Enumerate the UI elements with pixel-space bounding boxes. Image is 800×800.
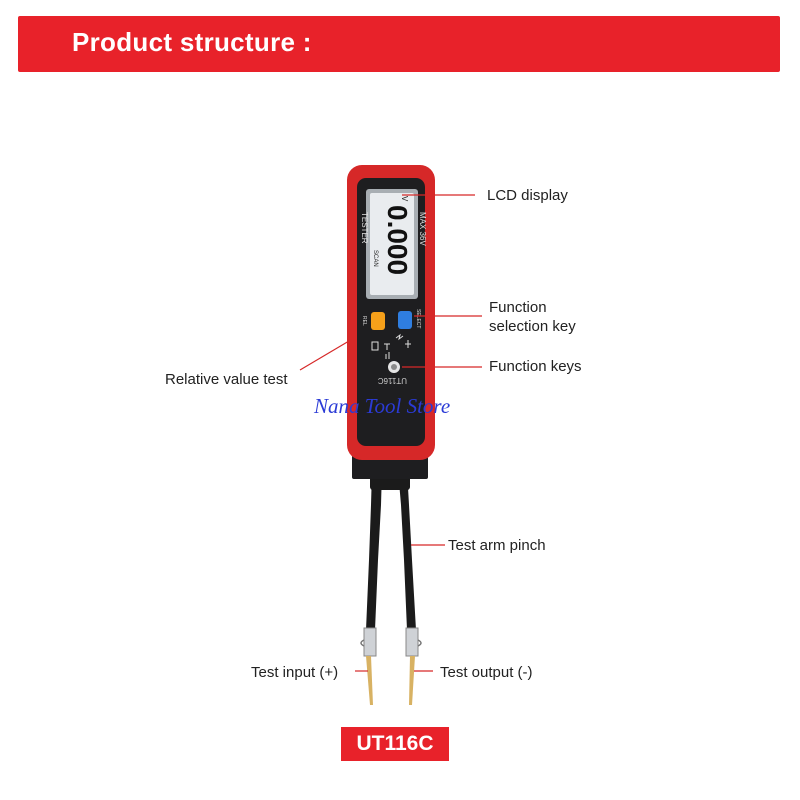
store-watermark: Nana Tool Store	[314, 394, 451, 418]
function-symbols	[371, 333, 411, 359]
lcd-scan: SCAN	[372, 250, 378, 267]
model-print: UT116C	[378, 376, 407, 385]
callout-lcd-display: LCD display	[487, 187, 568, 204]
select-label: SELECT	[415, 309, 421, 328]
header-banner: Product structure :	[18, 16, 780, 72]
callout-test-input: Test input (+)	[251, 664, 339, 681]
callout-function-selection-line1: Function	[489, 299, 547, 316]
test-arm-pinch	[366, 468, 416, 630]
callout-function-selection: Function selection key	[489, 298, 576, 336]
lcd-side-label: MAX 36V	[418, 212, 427, 246]
callout-function-selection-line2: selection key	[489, 318, 576, 335]
rel-label: REL	[361, 316, 367, 326]
callout-test-output: Test output (-)	[440, 664, 533, 681]
function-selection-key[interactable]	[398, 311, 412, 329]
model-badge: UT116C	[341, 727, 449, 761]
relative-value-key[interactable]	[371, 312, 385, 330]
callout-relative-value: Relative value test	[165, 371, 288, 388]
function-key[interactable]	[388, 361, 400, 373]
callout-function-keys: Function keys	[489, 358, 582, 375]
page-title: Product structure :	[72, 27, 312, 57]
test-output-tip	[405, 627, 422, 705]
callout-test-arm: Test arm pinch	[448, 537, 546, 554]
lcd-display: 0.000 V SCAN	[366, 189, 418, 299]
lcd-reading: 0.000	[382, 205, 413, 275]
leader-lines	[299, 194, 482, 672]
body-label: TESTER	[360, 212, 369, 244]
test-input-tip	[360, 627, 377, 705]
lcd-unit: V	[400, 196, 409, 202]
